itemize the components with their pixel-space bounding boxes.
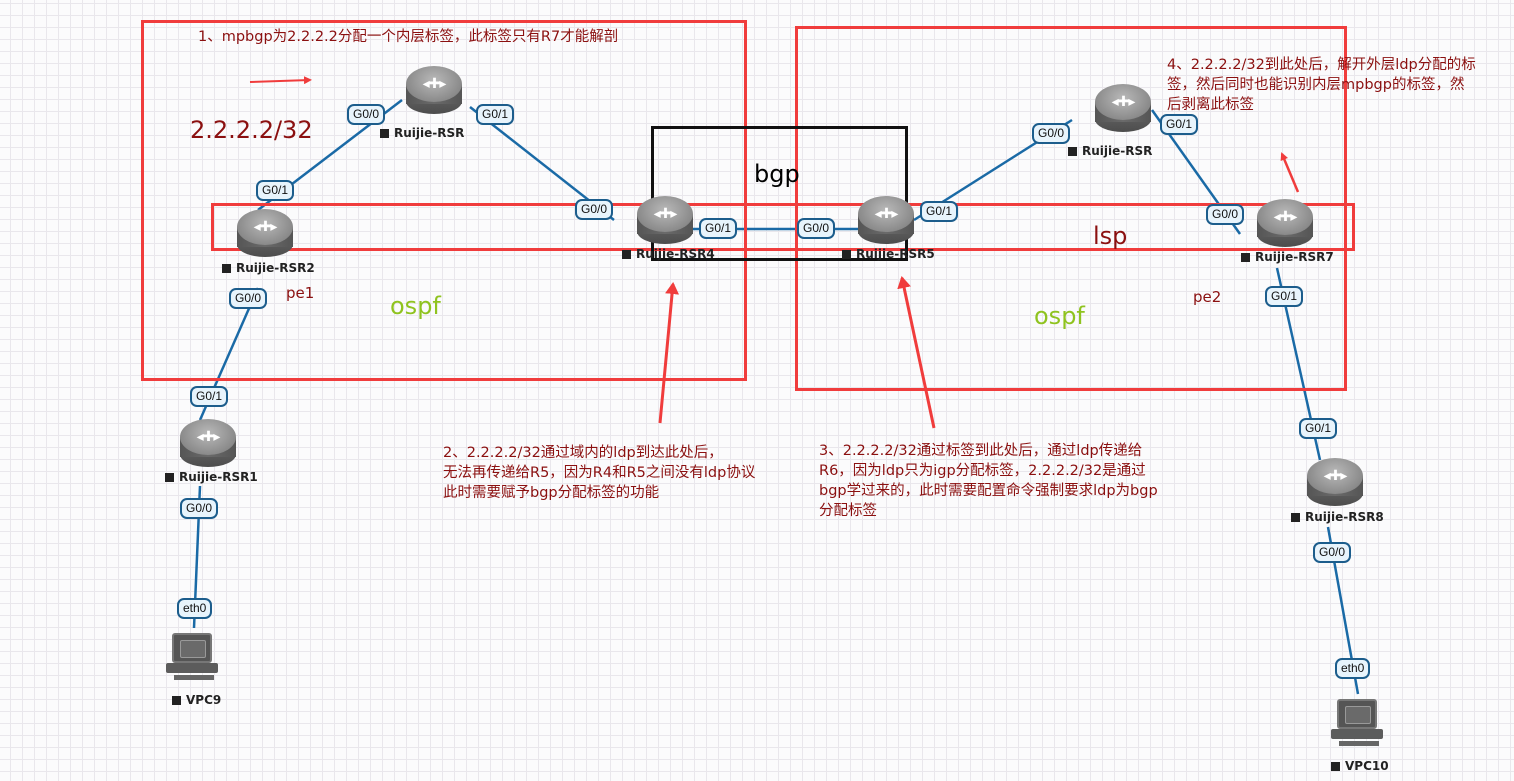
iface-r1-g00[interactable]: G0/0 xyxy=(180,498,219,519)
note-3-line: 3、2.2.2.2/32通过标签到此处后，通过ldp传递给 xyxy=(819,443,1143,459)
note-2: 2、2.2.2.2/32通过域内的ldp到达此处后， 无法再传递给R5，因为R4… xyxy=(443,443,755,503)
pe2-label: pe2 xyxy=(1193,288,1222,306)
router-icon[interactable]: ◂✚▸ xyxy=(1257,199,1313,249)
arrow-r7 xyxy=(1280,152,1300,193)
pc-icon[interactable] xyxy=(164,633,220,683)
node-label-r7: Ruijie-RSR7 xyxy=(1241,250,1334,264)
router-icon[interactable]: ◂✚▸ xyxy=(858,196,914,246)
node-name: Ruijie-RSR8 xyxy=(1305,510,1384,524)
router-icon[interactable]: ◂✚▸ xyxy=(637,196,693,246)
node-name: Ruijie-RSR4 xyxy=(636,247,715,261)
node-label-vpc10: VPC10 xyxy=(1331,759,1389,773)
node-label-r3: Ruijie-RSR xyxy=(380,126,464,140)
iface-r5-g01[interactable]: G0/1 xyxy=(920,201,959,222)
node-name: Ruijie-RSR xyxy=(394,126,465,140)
node-label-r5: Ruijie-RSR5 xyxy=(842,247,935,261)
left-area-box xyxy=(141,20,747,381)
bgp-box xyxy=(651,126,908,261)
node-name: Ruijie-RSR xyxy=(1082,144,1153,158)
note-2-line: 2、2.2.2.2/32通过域内的ldp到达此处后， xyxy=(443,445,723,461)
iface-vpc10-eth0[interactable]: eth0 xyxy=(1335,658,1371,679)
note-2-line: 此时需要赋予bgp分配标签的功能 xyxy=(443,485,660,501)
note-3: 3、2.2.2.2/32通过标签到此处后，通过ldp传递给 R6，因为ldp只为… xyxy=(819,441,1158,521)
note-3-line: bgp学过来的，此时需要配置命令强制要求ldp为bgp xyxy=(819,483,1158,499)
iface-r2-g01[interactable]: G0/1 xyxy=(256,180,295,201)
arrow-r4 xyxy=(658,282,680,424)
iface-r6-g01[interactable]: G0/1 xyxy=(1160,114,1199,135)
node-label-r6: Ruijie-RSR xyxy=(1068,144,1152,158)
lsp-label: lsp xyxy=(1093,222,1128,250)
node-label-r8: Ruijie-RSR8 xyxy=(1291,510,1384,524)
router-icon[interactable]: ◂✚▸ xyxy=(180,419,236,469)
right-area-box xyxy=(795,26,1347,391)
router-icon[interactable]: ◂✚▸ xyxy=(1307,458,1363,508)
iface-r5-g00[interactable]: G0/0 xyxy=(797,218,836,239)
note-4: 4、2.2.2.2/32到此处后，解开外层ldp分配的标 签，然后同时也能识别内… xyxy=(1167,55,1476,115)
lsp-band-box xyxy=(211,203,1355,251)
iface-r3-g01[interactable]: G0/1 xyxy=(476,104,515,125)
note-2-line: 无法再传递给R5，因为R4和R5之间没有ldp协议 xyxy=(443,465,756,481)
prefix-label: 2.2.2.2/32 xyxy=(190,116,313,144)
iface-r1-g01[interactable]: G0/1 xyxy=(190,386,229,407)
note-4-line: 签，然后同时也能识别内层mpbgp的标签，然 xyxy=(1167,77,1465,93)
iface-r8-g00[interactable]: G0/0 xyxy=(1313,542,1352,563)
note-3-line: R6，因为ldp只为igp分配标签，2.2.2.2/32是通过 xyxy=(819,463,1146,479)
ospf-right-label: ospf xyxy=(1034,302,1085,330)
arrow-r5 xyxy=(897,276,936,429)
iface-r7-g01[interactable]: G0/1 xyxy=(1265,286,1304,307)
router-icon[interactable]: ◂✚▸ xyxy=(1095,84,1151,134)
node-label-r1: Ruijie-RSR1 xyxy=(165,470,258,484)
iface-vpc9-eth0[interactable]: eth0 xyxy=(177,598,213,619)
pc-icon[interactable] xyxy=(1329,699,1385,749)
iface-r2-g00[interactable]: G0/0 xyxy=(229,288,268,309)
node-label-r4: Ruijie-RSR4 xyxy=(622,247,715,261)
node-label-vpc9: VPC9 xyxy=(172,693,221,707)
iface-r7-g00[interactable]: G0/0 xyxy=(1206,204,1245,225)
note-4-line: 后剥离此标签 xyxy=(1167,97,1254,113)
node-name: Ruijie-RSR2 xyxy=(236,261,315,275)
node-name: Ruijie-RSR1 xyxy=(179,470,258,484)
node-name: VPC9 xyxy=(186,693,222,707)
iface-r4-g00[interactable]: G0/0 xyxy=(575,199,614,220)
router-icon[interactable]: ◂✚▸ xyxy=(237,209,293,259)
note-1: 1、mpbgp为2.2.2.2分配一个内层标签，此标签只有R7才能解剖 xyxy=(198,29,619,45)
note-4-line: 4、2.2.2.2/32到此处后，解开外层ldp分配的标 xyxy=(1167,57,1476,73)
iface-r8-g01[interactable]: G0/1 xyxy=(1299,418,1338,439)
ospf-left-label: ospf xyxy=(390,292,441,320)
router-icon[interactable]: ◂✚▸ xyxy=(406,66,462,116)
iface-r3-g00[interactable]: G0/0 xyxy=(347,104,386,125)
node-label-r2: Ruijie-RSR2 xyxy=(222,261,315,275)
node-name: Ruijie-RSR5 xyxy=(856,247,935,261)
bgp-label: bgp xyxy=(754,160,800,188)
iface-r6-g00[interactable]: G0/0 xyxy=(1032,123,1071,144)
iface-r4-g01[interactable]: G0/1 xyxy=(699,218,738,239)
note-3-line: 分配标签 xyxy=(819,503,877,519)
node-name: Ruijie-RSR7 xyxy=(1255,250,1334,264)
node-name: VPC10 xyxy=(1345,759,1389,773)
pe1-label: pe1 xyxy=(286,284,315,302)
arrow-top xyxy=(249,76,312,85)
